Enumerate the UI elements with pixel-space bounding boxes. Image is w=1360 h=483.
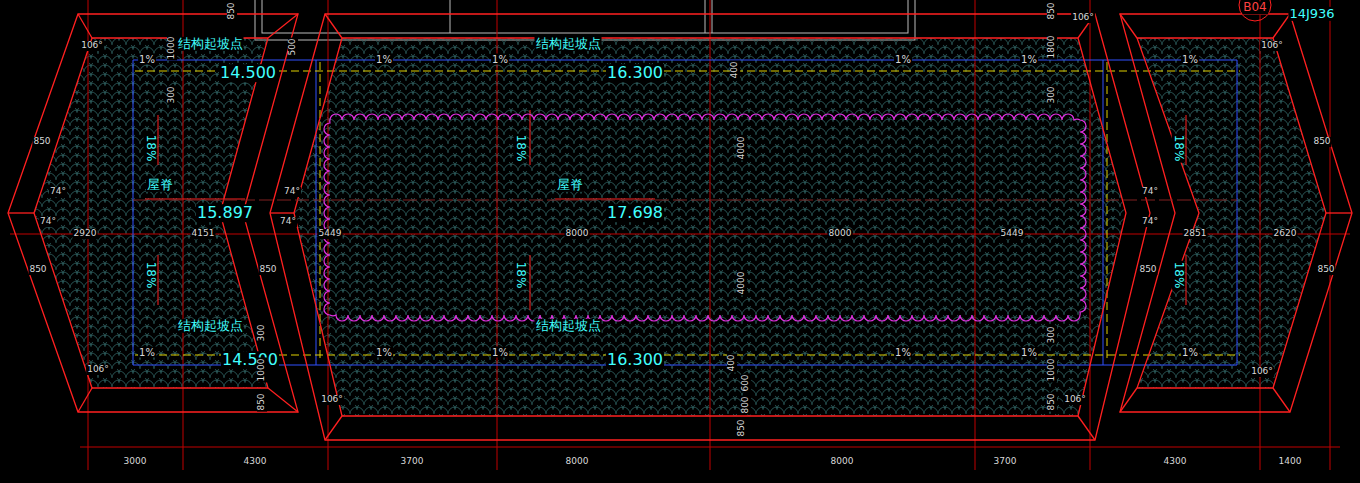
dimension-label: 850 bbox=[227, 1, 237, 20]
elevation-label: 16.300 bbox=[606, 64, 664, 82]
slope-label: 1% bbox=[375, 347, 393, 358]
slope-label: 1% bbox=[491, 54, 509, 65]
detail-ref-label: B04 bbox=[1242, 1, 1268, 14]
angle-label: 74° bbox=[1141, 217, 1159, 227]
slope-label: 1% bbox=[1020, 347, 1038, 358]
tile-fill bbox=[34, 38, 1326, 416]
dimension-label: 850 bbox=[258, 265, 277, 275]
slope-label: 1% bbox=[1181, 54, 1199, 65]
axis-lines bbox=[10, 0, 1350, 470]
dimension-label: 500 bbox=[288, 37, 298, 56]
slope-label: 18% bbox=[513, 261, 526, 290]
dimension-label: 850 bbox=[1047, 392, 1057, 411]
angle-label: 74° bbox=[49, 187, 67, 197]
dimension-label: 1000 bbox=[167, 36, 177, 61]
dimension-label: 8000 bbox=[565, 229, 590, 239]
dimension-label: 850 bbox=[1312, 137, 1331, 147]
elevation-label: 17.698 bbox=[606, 204, 664, 222]
dimension-label: 850 bbox=[1138, 265, 1157, 275]
angle-label: 106° bbox=[86, 365, 110, 375]
elevation-label: 16.300 bbox=[606, 351, 664, 369]
slope-label: 1% bbox=[1181, 347, 1199, 358]
revision-cloud bbox=[324, 114, 1086, 321]
angle-label: 74° bbox=[279, 217, 297, 227]
angle-label: 74° bbox=[1141, 187, 1159, 197]
slope-label: 18% bbox=[143, 134, 156, 163]
dimension-label: 400 bbox=[727, 353, 737, 372]
dimension-label: 1000 bbox=[1047, 358, 1057, 383]
slope-label: 1% bbox=[1020, 54, 1038, 65]
dimension-label: 8000 bbox=[828, 229, 853, 239]
dimension-label: 2920 bbox=[73, 229, 98, 239]
slope-label: 18% bbox=[513, 134, 526, 163]
dimension-label: 300 bbox=[257, 323, 267, 342]
slope-label: 1% bbox=[138, 54, 156, 65]
dimension-label: 800 bbox=[741, 395, 751, 414]
dimension-label: 600 bbox=[741, 373, 751, 392]
dimension-label: 2851 bbox=[1183, 229, 1208, 239]
dimension-label: 300 bbox=[1047, 85, 1057, 104]
dimension-label: 300 bbox=[167, 85, 177, 104]
ridge-label-label: 屋脊 bbox=[146, 178, 174, 192]
angle-label: 106° bbox=[1063, 395, 1087, 405]
angle-label: 106° bbox=[1260, 41, 1284, 51]
dimension-label: 850 bbox=[737, 418, 747, 437]
reference-circle bbox=[1239, 0, 1271, 21]
elevation-label: 14.500 bbox=[221, 351, 279, 369]
angle-label: 74° bbox=[283, 187, 301, 197]
dimension-label: 1400 bbox=[1278, 457, 1303, 467]
ridge-label-label: 屋脊 bbox=[556, 178, 584, 192]
dimension-label: 3700 bbox=[400, 457, 425, 467]
note-label: 结构起坡点 bbox=[535, 37, 602, 51]
roof-outline bbox=[8, 14, 1352, 440]
dimension-label: 8000 bbox=[830, 457, 855, 467]
slope-label: 1% bbox=[491, 347, 509, 358]
dimension-label: 2620 bbox=[1273, 229, 1298, 239]
slope-label: 1% bbox=[894, 54, 912, 65]
dimension-label: 850 bbox=[257, 392, 267, 411]
dimension-label: 1000 bbox=[257, 358, 267, 383]
slope-label: 1% bbox=[894, 347, 912, 358]
slope-label: 18% bbox=[1171, 261, 1184, 290]
angle-label: 106° bbox=[80, 41, 104, 51]
dimension-label: 4300 bbox=[1163, 457, 1188, 467]
angle-label: 106° bbox=[320, 395, 344, 405]
slope-label: 1% bbox=[375, 54, 393, 65]
dimension-label: 850 bbox=[1316, 265, 1335, 275]
angle-label: 106° bbox=[1071, 13, 1095, 23]
dimension-label: 4000 bbox=[737, 271, 747, 296]
slope-label: 1% bbox=[138, 347, 156, 358]
dimension-label: 850 bbox=[32, 137, 51, 147]
dimension-label: 5449 bbox=[1000, 229, 1025, 239]
leader-lines bbox=[133, 110, 1237, 310]
angle-label: 74° bbox=[39, 217, 57, 227]
dimension-label: 400 bbox=[730, 60, 740, 79]
slope-label: 18% bbox=[143, 261, 156, 290]
dimension-label: 8000 bbox=[565, 457, 590, 467]
angle-label: 106° bbox=[1250, 367, 1274, 377]
gutter-lines bbox=[133, 60, 1237, 365]
dimension-label: 850 bbox=[1047, 1, 1057, 20]
elevation-label: 14.500 bbox=[219, 64, 277, 82]
atlas-ref-label: 14J936 bbox=[1288, 7, 1335, 21]
dimension-label: 4151 bbox=[191, 229, 216, 239]
dimension-label: 300 bbox=[1047, 325, 1057, 344]
dimension-label: 4000 bbox=[737, 136, 747, 161]
dimension-label: 4300 bbox=[243, 457, 268, 467]
dimension-label: 3700 bbox=[993, 457, 1018, 467]
note-label: 结构起坡点 bbox=[535, 319, 602, 333]
slope-label: 18% bbox=[1171, 134, 1184, 163]
dimension-label: 5449 bbox=[318, 229, 343, 239]
elevation-label: 15.897 bbox=[196, 204, 254, 222]
note-label: 结构起坡点 bbox=[177, 37, 244, 51]
note-label: 结构起坡点 bbox=[177, 319, 244, 333]
dashed-lines bbox=[135, 62, 1240, 362]
window-frame bbox=[255, 0, 915, 40]
dimension-label: 1800 bbox=[1047, 35, 1057, 60]
dimension-label: 850 bbox=[28, 265, 47, 275]
dimension-label: 3000 bbox=[123, 457, 148, 467]
